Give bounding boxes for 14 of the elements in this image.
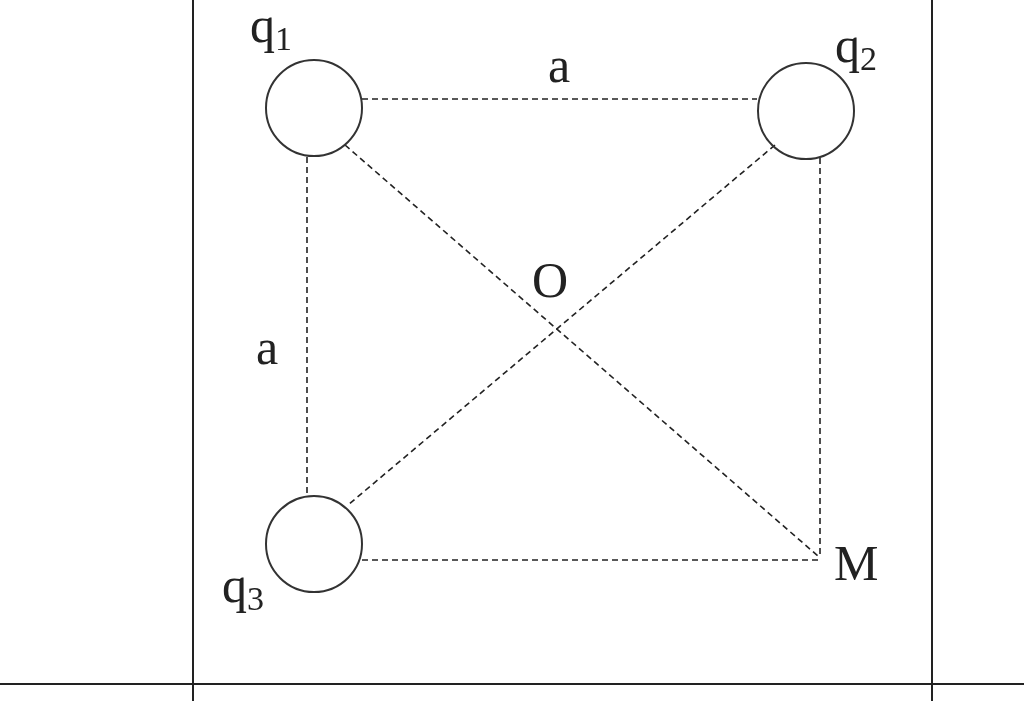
charge-circle <box>265 495 363 593</box>
charge-label: q$_{3}$ <box>222 560 264 616</box>
dashed-line <box>819 157 821 557</box>
dashed-line <box>361 98 758 100</box>
edge-label: a <box>548 40 571 90</box>
charge-label: q$_{2}$ <box>835 20 877 76</box>
point-label: M <box>834 538 880 588</box>
dashed-line <box>347 144 776 506</box>
dashed-line <box>361 559 821 561</box>
edge-label: a <box>256 322 279 372</box>
charge-label: q$_{1}$ <box>250 0 292 56</box>
point-label: O <box>532 255 569 305</box>
charge-circle <box>265 59 363 157</box>
dashed-line <box>344 144 819 557</box>
